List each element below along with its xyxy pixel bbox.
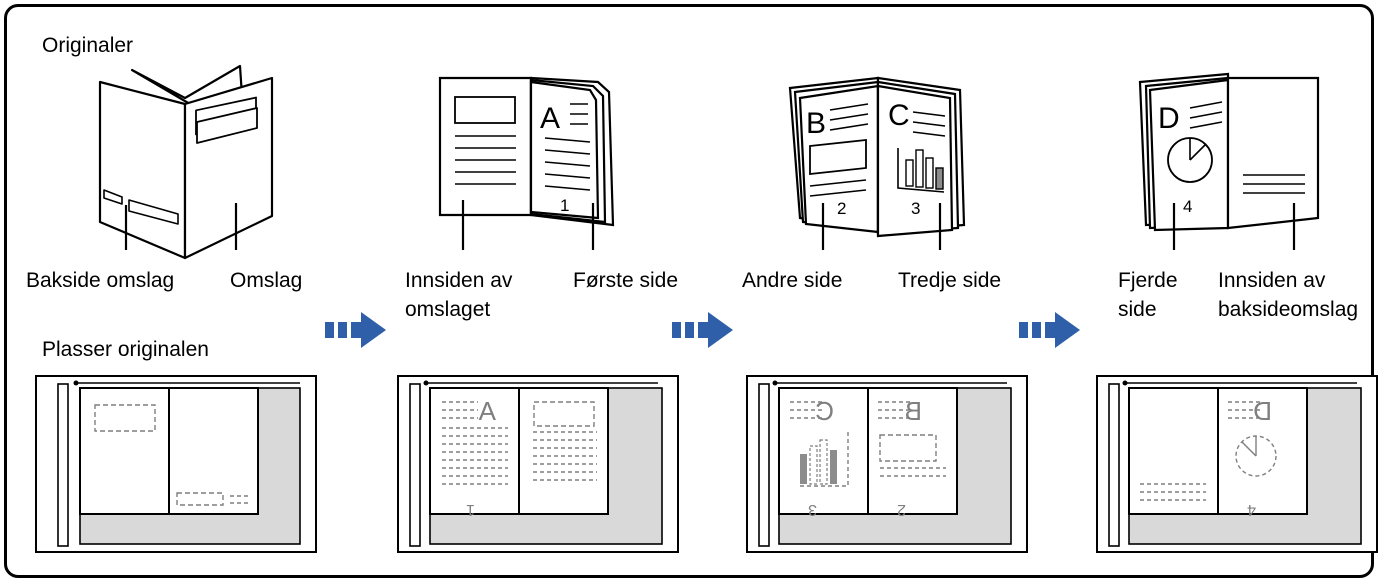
page-number-2: 2	[837, 199, 846, 218]
spread-inside-cover-page1	[438, 76, 615, 227]
place-original-heading: Plasser originalen	[42, 338, 209, 361]
scanner-panel-4: D 4	[1096, 375, 1378, 553]
page-letter-c: C	[888, 99, 910, 132]
label-third-page: Tredje side	[898, 269, 1002, 292]
mirrored-letter-c: C	[815, 396, 834, 426]
mirrored-letter-a: A	[478, 396, 496, 426]
mirrored-number-1: 1	[466, 501, 475, 518]
spread-page4-inside-back-cover	[1138, 72, 1320, 232]
page-number-3: 3	[911, 199, 920, 218]
label-inside-cover: Innsiden av omslaget	[405, 269, 513, 321]
scanner-panel-1	[35, 375, 317, 553]
page-letter-a: A	[540, 102, 560, 135]
mirrored-number-4: 4	[1247, 501, 1256, 518]
next-step-arrow-icon	[672, 312, 733, 348]
label-fourth-page: Fjerde side	[1118, 269, 1178, 321]
mirrored-letter-b: B	[905, 396, 922, 426]
mirrored-number-3: 3	[808, 501, 817, 518]
label-back-cover: Bakside omslag	[26, 269, 175, 292]
label-first-page: Første side	[573, 269, 679, 292]
page-number-4: 4	[1183, 197, 1192, 216]
label-cover: Omslag	[230, 269, 303, 292]
page-letter-d: D	[1158, 102, 1180, 135]
next-step-arrow-icon	[325, 312, 386, 348]
originals-heading: Originaler	[42, 34, 134, 57]
page-number-1: 1	[560, 196, 569, 215]
mirrored-letter-d: D	[1253, 396, 1272, 426]
spread-page2-page3	[788, 76, 966, 238]
mirrored-number-2: 2	[897, 501, 906, 518]
scanner-panel-3: C B 3 2	[746, 375, 1028, 553]
next-step-arrow-icon	[1019, 312, 1080, 348]
scanner-panel-2: A 1	[397, 375, 679, 553]
diagram-frame	[4, 4, 1374, 578]
page-letter-b: B	[806, 107, 826, 140]
label-inside-back-cover: Innsiden av baksideomslag	[1218, 269, 1359, 321]
label-second-page: Andre side	[742, 269, 843, 292]
cover-booklet-illustration	[98, 64, 274, 260]
